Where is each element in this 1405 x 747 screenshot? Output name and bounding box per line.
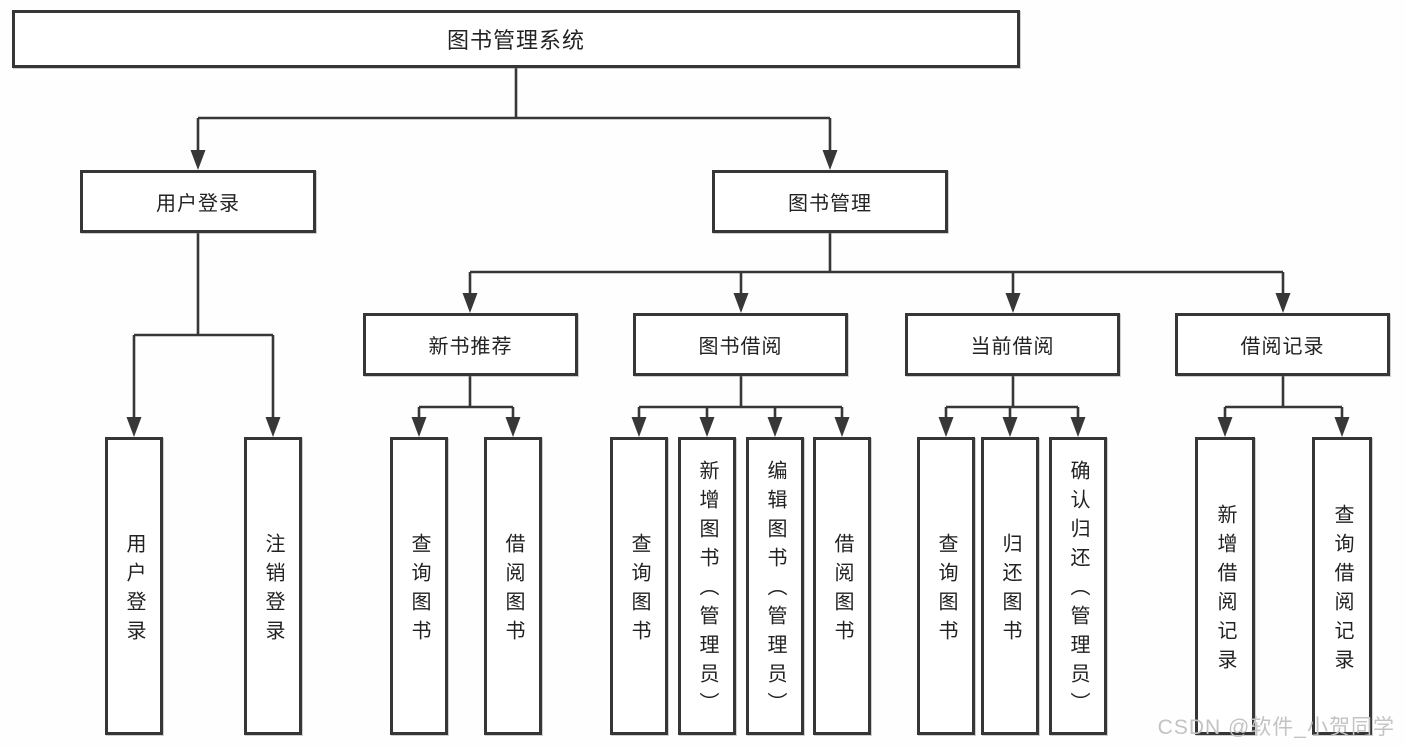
leaf-add-book-admin: 新增图书（管理员） [678, 437, 736, 735]
leaf-add-borrow-record: 新增借阅记录 [1195, 437, 1255, 735]
node-library-system: 图书管理系统 [12, 10, 1020, 68]
leaf-query-books-recommend-label: 查询图书 [408, 532, 430, 649]
leaf-query-books-borrow-label: 查询图书 [628, 532, 650, 649]
leaf-edit-book-admin-label: 编辑图书（管理员） [764, 460, 786, 721]
leaf-query-books-borrow: 查询图书 [610, 437, 668, 735]
leaf-add-book-admin-label: 新增图书（管理员） [696, 460, 718, 721]
leaf-edit-book-admin: 编辑图书（管理员） [746, 437, 804, 735]
leaf-borrow-books: 借阅图书 [813, 437, 871, 735]
leaf-confirm-return-admin-label: 确认归还（管理员） [1067, 460, 1089, 721]
leaf-query-borrow-record: 查询借阅记录 [1312, 437, 1372, 735]
node-current-borrow: 当前借阅 [905, 313, 1120, 376]
leaf-query-books-current: 查询图书 [917, 437, 975, 735]
leaf-query-books-recommend: 查询图书 [390, 437, 448, 735]
leaf-confirm-return-admin: 确认归还（管理员） [1049, 437, 1107, 735]
leaf-return-book: 归还图书 [981, 437, 1039, 735]
leaf-logout-label: 注销登录 [262, 532, 284, 649]
leaf-user-login-label: 用户登录 [123, 532, 145, 649]
leaf-return-book-label: 归还图书 [999, 532, 1021, 649]
leaf-logout: 注销登录 [244, 437, 302, 735]
leaf-query-books-current-label: 查询图书 [935, 532, 957, 649]
csdn-watermark: CSDN @软件_小贺同学 [1157, 716, 1395, 739]
node-borrow-records: 借阅记录 [1175, 313, 1390, 376]
node-user-login: 用户登录 [80, 170, 316, 233]
node-new-book-recommend: 新书推荐 [363, 313, 578, 376]
leaf-query-borrow-record-label: 查询借阅记录 [1331, 503, 1353, 678]
leaf-borrow-books-recommend: 借阅图书 [484, 437, 542, 735]
node-book-management: 图书管理 [712, 170, 948, 233]
node-book-borrow: 图书借阅 [633, 313, 848, 376]
leaf-borrow-books-label: 借阅图书 [831, 532, 853, 649]
leaf-borrow-books-recommend-label: 借阅图书 [502, 532, 524, 649]
leaf-add-borrow-record-label: 新增借阅记录 [1214, 503, 1236, 678]
leaf-user-login: 用户登录 [105, 437, 163, 735]
